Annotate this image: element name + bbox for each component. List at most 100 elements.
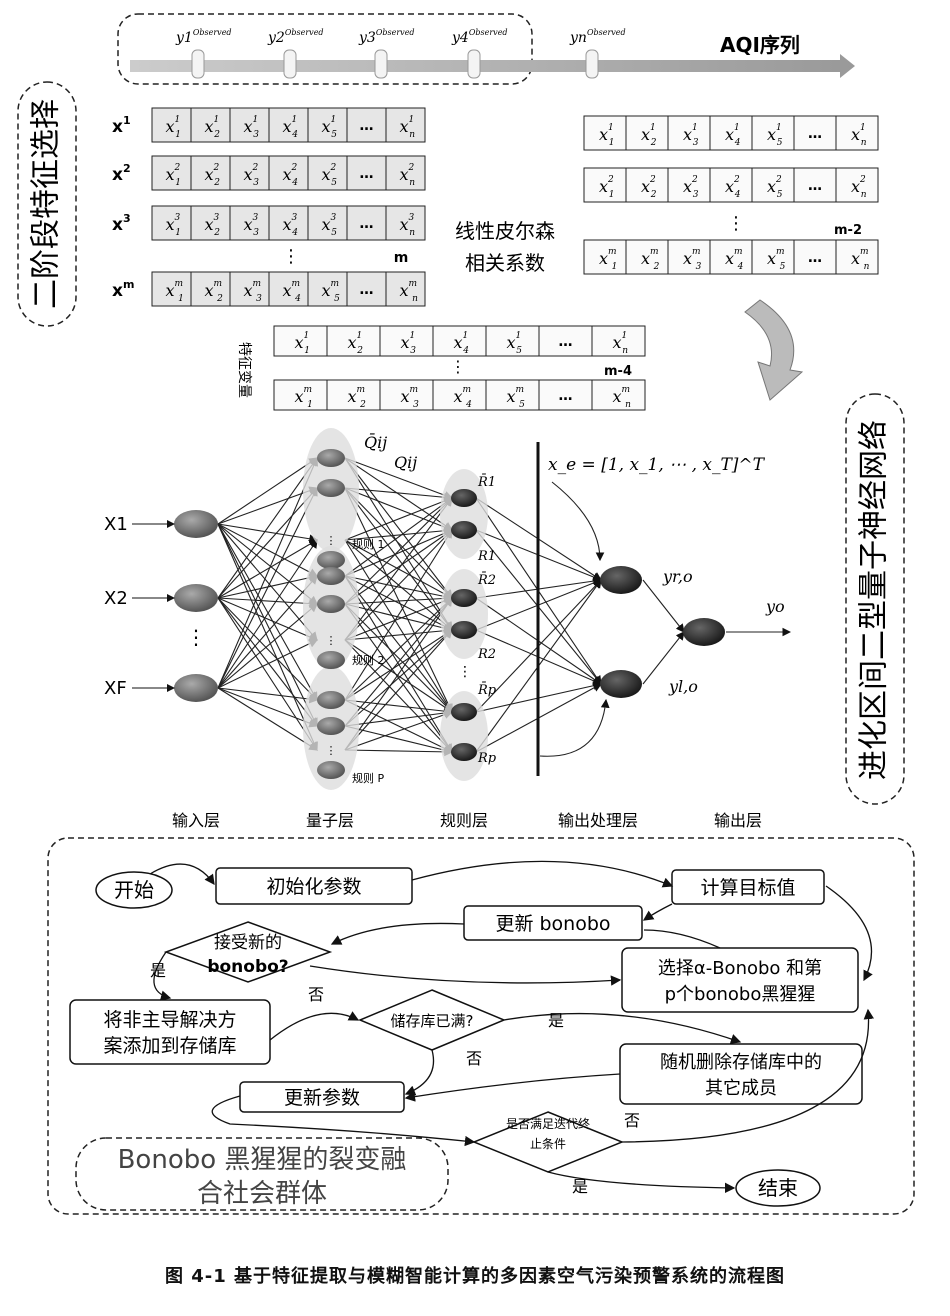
curved-arrow-icon [744,299,804,401]
xe-formula: x_e = [1, x_1, ⋯ , x_T]^T [548,455,766,475]
aqi-observed-frame [117,13,533,85]
end-node [735,1169,821,1207]
update-bonobo-label: 更新 bonobo [495,913,610,935]
end-label: 结束 [758,1176,798,1200]
stop-yes: 是 [572,1177,588,1196]
quantum-node [317,551,345,569]
stop-label-1: 是否满足迭代终 [506,1116,590,1131]
delete-label-1: 随机删除存储库中的 [660,1052,822,1073]
table-cell [485,325,540,357]
table-cell [273,325,328,357]
table-cell [709,115,753,151]
table-cell [591,379,646,411]
full-label: 储存库已满? [391,1012,474,1030]
pearson-label-2: 相关系数 [465,251,545,275]
table-cell [432,325,487,357]
input-node [174,674,218,702]
rule-dots: ⋮ [458,664,472,680]
figure-caption: 图 4-1 基于特征提取与模糊智能计算的多因素空气污染预警系统的流程图 [164,1266,786,1287]
table-cell [379,379,434,411]
table-cell [346,155,387,191]
update-params-box [239,1081,405,1113]
observed-marker [585,49,599,79]
rule-group-1 [440,469,488,559]
quantum-node [317,479,345,497]
observed-label: y3Observed [358,28,415,46]
accept-yes: 是 [150,961,166,980]
table-cell [625,115,669,151]
feature-row-label: x1 [112,114,131,137]
table-cell [625,167,669,203]
accept-label-1: 接受新的 [214,933,282,953]
observed-marker [374,49,388,79]
table-cell [190,205,231,241]
rule-label-1: 规则 1 [352,537,385,551]
table-cell [190,155,231,191]
flow-frame [47,837,915,1215]
selected-dots: ⋮ [450,357,466,376]
quantum-node [317,567,345,585]
table-cell [346,107,387,143]
table-cell [538,325,593,357]
aqi-label: AQI序列 [720,33,800,57]
table-cell [835,167,879,203]
stage-right-frame [845,393,905,805]
table-cell [583,239,627,275]
y-r-label: yr,o [662,567,693,586]
delete-label-2: 其它成员 [705,1078,777,1099]
stop-no: 否 [624,1111,640,1130]
left-count: m [394,250,409,266]
cell-ellipsis: … [360,282,374,298]
quantum-node [317,449,345,467]
cell-ellipsis: … [360,166,374,182]
rule-node [451,589,477,607]
layer-quantum: 量子层 [306,811,354,830]
q-bar-label: Q̄ij [364,431,387,452]
y-o-label: yo [765,597,785,616]
feature-row-label: x3 [112,212,131,235]
start-label: 开始 [114,878,154,902]
rule-label-p: 规则 P [352,771,384,785]
layer-output-process: 输出处理层 [558,811,638,830]
rule-group-2 [440,569,488,659]
init-box [215,867,413,905]
stage-right-label: 进化区间二型量子神经网络 [857,420,892,780]
table-cell [151,107,192,143]
table-cell [709,167,753,203]
table-cell [273,379,328,411]
add-label-2: 案添加到存储库 [103,1035,236,1057]
y-l-label: yl,o [668,677,698,696]
table-cell [151,155,192,191]
input-node [174,584,218,612]
stage-left-frame [17,81,77,327]
table-cell [307,205,348,241]
selected-count: m-4 [604,364,632,379]
table-cell [307,155,348,191]
table-cell [835,239,879,275]
cell-ellipsis: … [360,118,374,134]
start-node [95,871,173,909]
r-p: Rp [477,751,497,766]
table-cell [268,271,309,307]
aqi-arrow [130,54,855,78]
q-label: Qij [394,453,417,472]
input-label-dots: ⋮ [186,625,206,649]
select-label-2: p个bonobo黑猩猩 [665,984,816,1005]
